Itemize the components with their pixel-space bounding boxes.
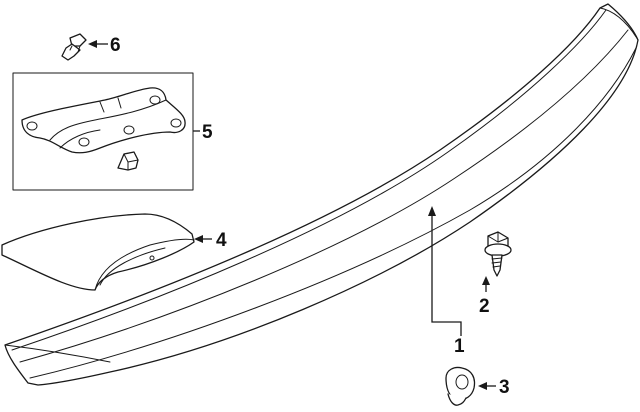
grommet-part: [445, 366, 476, 406]
callout-1-leader: [428, 206, 462, 336]
callout-1-label: 1: [454, 336, 465, 357]
callout-4-label: 4: [216, 230, 227, 251]
bolt-part: [484, 231, 512, 277]
spoiler-lower-crease: [29, 47, 637, 379]
spoiler-upper-edge-line: [11, 9, 607, 351]
callout-3-label: 3: [499, 377, 510, 398]
clip-nut-part: [117, 151, 139, 171]
spoiler-end-cap-left: [4, 344, 111, 363]
spoiler-end-cap-right: [599, 7, 639, 41]
callout-6-label: 6: [110, 35, 121, 56]
spoiler-part: [4, 3, 639, 386]
callout-2-leader: [482, 276, 490, 292]
callout-3-leader: [478, 382, 496, 390]
spoiler-body: [4, 3, 639, 386]
push-pin-part: [61, 33, 87, 61]
callout-4-leader: [194, 235, 212, 243]
bracket-part: [21, 87, 186, 154]
end-cap-part: [1, 213, 195, 291]
callout-5-label: 5: [202, 122, 213, 143]
callout-6-leader: [88, 40, 108, 48]
spoiler-mid-crease: [19, 29, 629, 363]
callout-2-label: 2: [479, 296, 490, 317]
